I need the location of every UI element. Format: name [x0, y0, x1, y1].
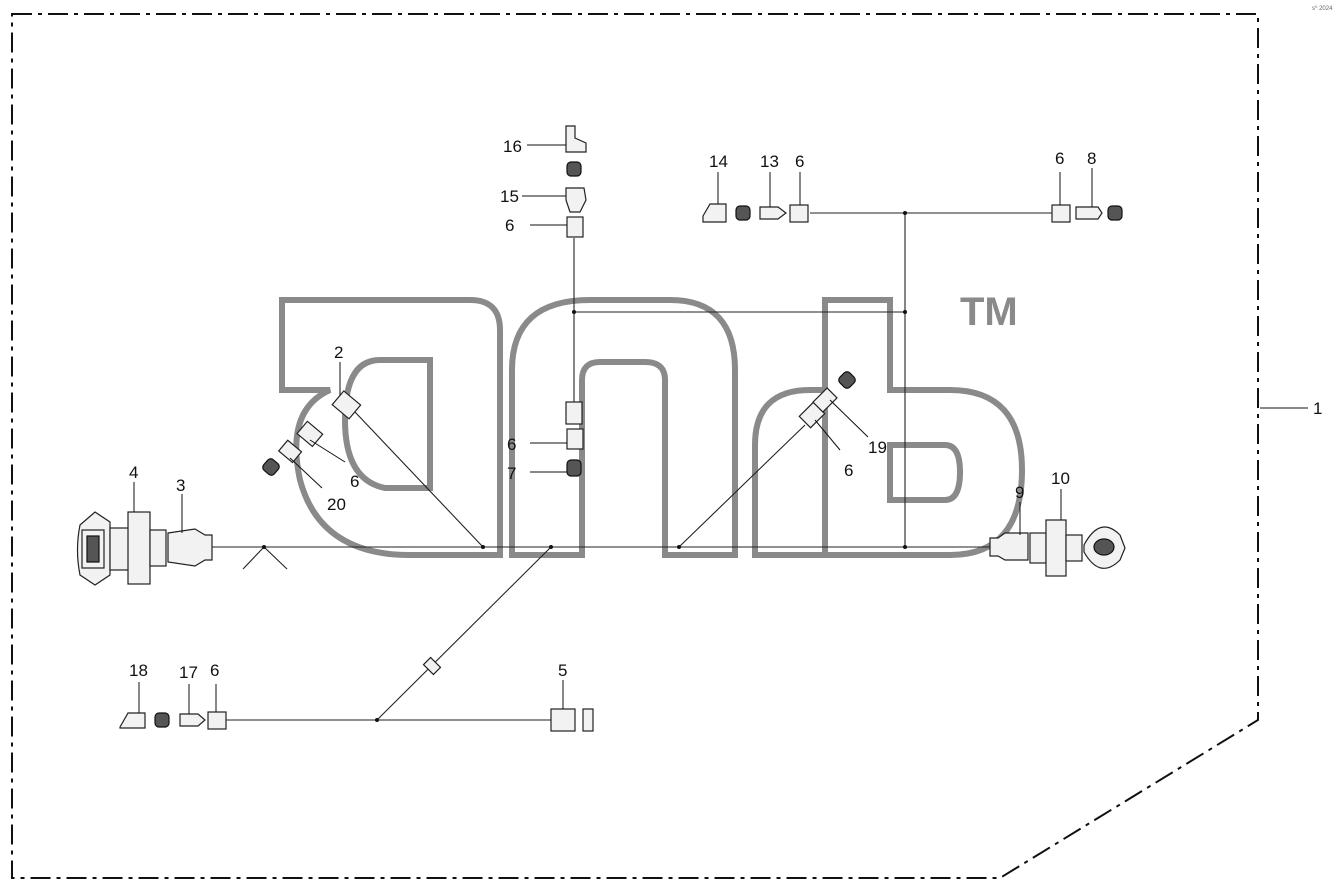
- branch-wire-c2: [354, 411, 484, 548]
- connector-20-plug: [277, 439, 303, 464]
- connector-19: [838, 371, 856, 389]
- callout-13: 13: [760, 152, 779, 171]
- node: [903, 211, 907, 215]
- node: [549, 545, 553, 549]
- connector-3: [167, 528, 213, 567]
- node: [903, 310, 907, 314]
- boundary-outline: [11, 13, 1259, 879]
- callout-7: 7: [507, 464, 516, 483]
- connector-20: [262, 458, 280, 476]
- callout-15: 15: [500, 187, 519, 206]
- callout-6-bottom: 6: [210, 661, 219, 680]
- corner-mark: s⁰ 2024: [1312, 5, 1333, 12]
- wires: [212, 211, 1052, 722]
- connector-7: [566, 459, 582, 477]
- components: [76, 125, 1126, 732]
- callout-9: 9: [1015, 483, 1024, 502]
- node: [677, 545, 681, 549]
- connector-8b: [1107, 205, 1123, 221]
- branch-wire-y2: [263, 546, 288, 570]
- branch-wire-c19: [678, 424, 806, 548]
- connector-16: [565, 125, 587, 153]
- callout-8: 8: [1087, 149, 1096, 168]
- leader-lines: [133, 144, 1308, 714]
- callout-20: 20: [327, 495, 346, 514]
- node: [572, 310, 576, 314]
- component-5: [550, 708, 576, 732]
- connector-6-bottom: [207, 711, 227, 730]
- node: [262, 545, 266, 549]
- callout-18: 18: [129, 661, 148, 680]
- connector-4: [76, 511, 167, 586]
- connector-16b: [566, 161, 582, 177]
- callout-5: 5: [558, 661, 567, 680]
- callout-1: 1: [1313, 399, 1322, 418]
- connector-18: [119, 712, 146, 729]
- watermark-letter-a: [279, 297, 503, 558]
- connector-2: [331, 390, 362, 420]
- connector-9: [989, 532, 1029, 561]
- watermark: TM: [279, 290, 1026, 558]
- connector-6-far-right: [1051, 204, 1071, 223]
- connector-14b: [735, 205, 751, 221]
- callout-19: 19: [868, 438, 887, 457]
- connector-10: [1029, 519, 1126, 577]
- watermark-letter-n: [509, 297, 738, 558]
- callout-6-mid: 6: [507, 435, 516, 454]
- leader-6c: [309, 439, 346, 463]
- connector-6-vmid: [565, 401, 583, 425]
- callout-4: 4: [129, 463, 138, 482]
- callout-3: 3: [176, 476, 185, 495]
- branch-wire-y1: [242, 546, 265, 570]
- trademark-symbol: TM: [960, 290, 1018, 334]
- leader-6d: [814, 419, 841, 451]
- component-5b: [582, 708, 594, 732]
- connector-15: [565, 187, 587, 213]
- connector-18b: [154, 712, 170, 728]
- connector-6-v: [566, 428, 584, 450]
- leader-19: [829, 399, 869, 438]
- callout-10: 10: [1051, 469, 1070, 488]
- callout-6-top-right: 6: [795, 152, 804, 171]
- connector-6-top: [566, 216, 584, 238]
- connector-6-left: [296, 420, 324, 448]
- wire-clip: [422, 656, 442, 676]
- node: [481, 545, 485, 549]
- callout-17: 17: [179, 663, 198, 682]
- branch-wire-low: [376, 546, 552, 721]
- connector-13: [759, 206, 787, 220]
- callout-6-right: 6: [844, 461, 853, 480]
- callout-6-left: 6: [350, 472, 359, 491]
- connector-19-plug: [812, 387, 838, 413]
- watermark-letter-b: [822, 297, 1026, 558]
- callout-2: 2: [334, 343, 343, 362]
- connector-17: [179, 713, 206, 727]
- node: [903, 545, 907, 549]
- leader-20: [289, 457, 323, 489]
- callout-16: 16: [503, 137, 522, 156]
- callout-labels: 1 2 3 4 5 6 6 6 6 6 6 6 7 8 9 10 13 14 1…: [129, 137, 1322, 682]
- callout-14: 14: [709, 152, 728, 171]
- callout-6-top: 6: [505, 216, 514, 235]
- connector-6-top-right: [789, 204, 809, 223]
- connector-8: [1075, 206, 1103, 220]
- connector-14: [702, 203, 727, 223]
- callout-6-far-right: 6: [1055, 149, 1064, 168]
- node: [375, 718, 379, 722]
